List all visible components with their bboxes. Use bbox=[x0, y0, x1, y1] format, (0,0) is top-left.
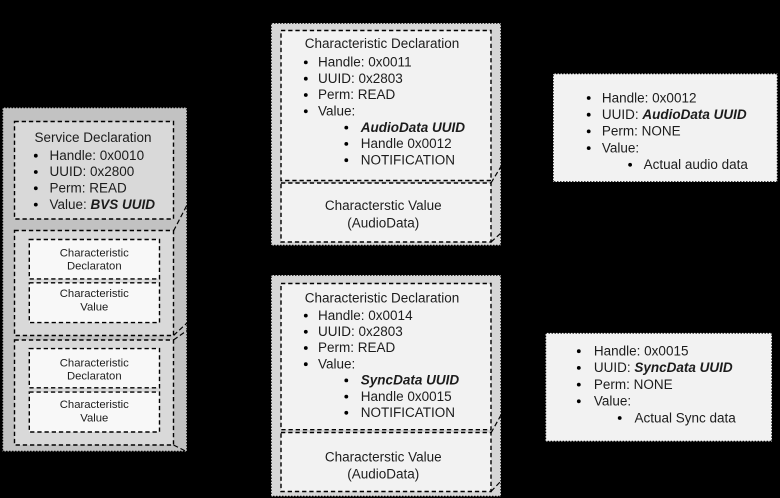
svg-text:Perm: READ: Perm: READ bbox=[50, 181, 128, 196]
svg-text:NOTIFICATION: NOTIFICATION bbox=[361, 405, 455, 420]
svg-text:Perm: READ: Perm: READ bbox=[318, 87, 396, 102]
svg-text:Handle 0x0012: Handle 0x0012 bbox=[361, 136, 452, 151]
svg-text:Service Declaration: Service Declaration bbox=[34, 130, 151, 145]
svg-text:Handle: 0x0012: Handle: 0x0012 bbox=[602, 90, 697, 105]
svg-text:Declaraton: Declaraton bbox=[67, 370, 122, 382]
svg-text:Characteristic Declaration: Characteristic Declaration bbox=[305, 290, 460, 305]
svg-text:Value: Value bbox=[80, 302, 108, 314]
svg-text:Value:: Value: bbox=[318, 356, 355, 371]
svg-text:Perm: NONE: Perm: NONE bbox=[602, 124, 681, 139]
svg-text:Declaraton: Declaraton bbox=[67, 261, 122, 273]
svg-text:Handle 0x0015: Handle 0x0015 bbox=[361, 389, 452, 404]
svg-text:Characteristic: Characteristic bbox=[60, 247, 129, 259]
svg-text:Handle: 0x0015: Handle: 0x0015 bbox=[594, 344, 689, 359]
svg-text:Perm: NONE: Perm: NONE bbox=[594, 377, 673, 392]
svg-text:Value:: Value: bbox=[594, 394, 631, 409]
svg-text:Value:: Value: bbox=[318, 104, 355, 119]
svg-text:Value:: Value: bbox=[602, 140, 639, 155]
svg-text:SyncData UUID: SyncData UUID bbox=[361, 373, 460, 388]
svg-text:Handle: 0x0014: Handle: 0x0014 bbox=[318, 308, 413, 323]
svg-text:UUID: AudioData UUID: UUID: AudioData UUID bbox=[602, 107, 747, 122]
svg-text:Characteristic: Characteristic bbox=[60, 288, 129, 300]
svg-text:AudioData UUID: AudioData UUID bbox=[360, 120, 466, 135]
svg-text:Characterstic Value: Characterstic Value bbox=[325, 450, 442, 465]
svg-text:Characteristic: Characteristic bbox=[60, 357, 129, 369]
svg-text:Value: Value bbox=[80, 412, 108, 424]
svg-text:Handle: 0x0011: Handle: 0x0011 bbox=[318, 55, 412, 70]
svg-text:NOTIFICATION: NOTIFICATION bbox=[361, 152, 455, 167]
svg-text:UUID: 0x2803: UUID: 0x2803 bbox=[318, 324, 403, 339]
svg-text:Characteristic Declaration: Characteristic Declaration bbox=[305, 36, 460, 51]
svg-text:Characteristic: Characteristic bbox=[60, 399, 129, 411]
svg-text:Characterstic Value: Characterstic Value bbox=[325, 198, 442, 213]
svg-text:(AudioData): (AudioData) bbox=[347, 466, 419, 481]
svg-text:UUID: SyncData UUID: UUID: SyncData UUID bbox=[594, 360, 733, 375]
svg-text:Actual Sync data: Actual Sync data bbox=[635, 410, 737, 425]
svg-text:Handle: 0x0010: Handle: 0x0010 bbox=[50, 148, 145, 163]
svg-text:UUID: 0x2800: UUID: 0x2800 bbox=[50, 164, 135, 179]
svg-text:Perm: READ: Perm: READ bbox=[318, 340, 396, 355]
svg-text:(AudioData): (AudioData) bbox=[347, 215, 419, 230]
svg-text:Value: BVS UUID: Value: BVS UUID bbox=[50, 197, 156, 212]
svg-text:Actual audio data: Actual audio data bbox=[644, 157, 749, 172]
svg-text:UUID: 0x2803: UUID: 0x2803 bbox=[318, 71, 403, 86]
